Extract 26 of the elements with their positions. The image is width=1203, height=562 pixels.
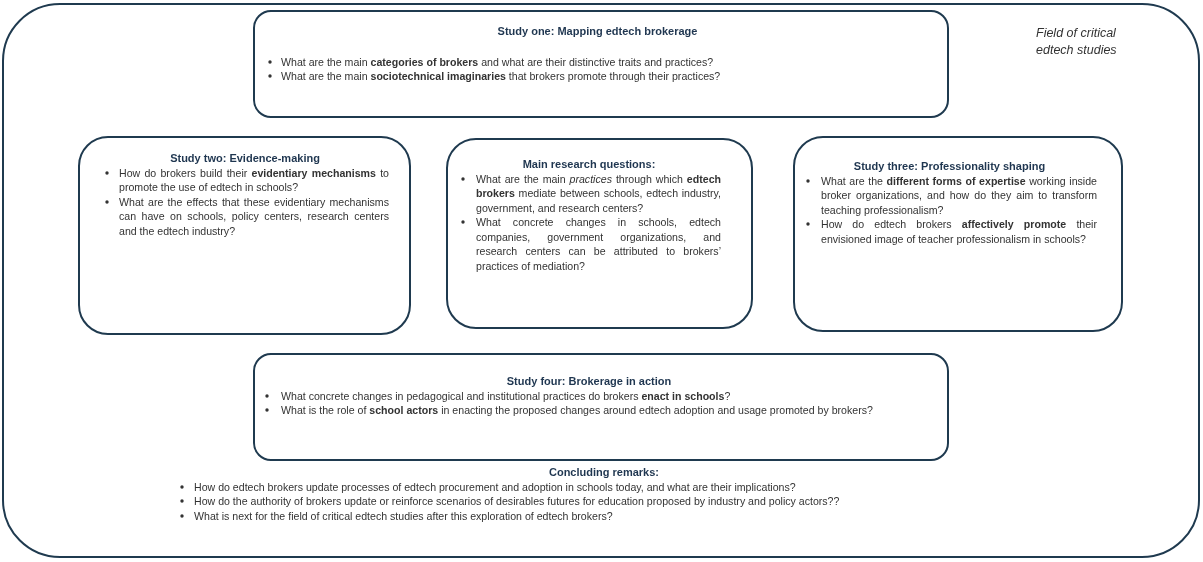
- box-heading: Study four: Brokerage in action: [505, 374, 673, 389]
- study-box: [253, 10, 949, 118]
- question-text: How do edtech brokers update processes of edtech procurement and adoption in schools today, and what are their implications?: [194, 480, 796, 493]
- question-text: What are the main categories of brokers and what are their distinctive traits and practices?: [281, 55, 714, 68]
- question-text: What are the main practices through which edtech brokers mediate between schools, edtech industry, government, and research centers?: [476, 172, 721, 214]
- study-box: [78, 136, 411, 335]
- question-text: What concrete changes in pedagogical and institutional practices do brokers enact in schools?: [281, 389, 731, 402]
- question-text: How do brokers build their evidentiary mechanisms to promote the use of edtech in schools?: [119, 166, 389, 193]
- question-text: How do edtech brokers affectively promote their envisioned image of teacher professionalism in schools?: [821, 218, 1097, 245]
- field-frame: [2, 3, 1200, 558]
- question-text: How do the authority of brokers update or reinforce scenarios of desirables futures for education proposed by industry and policy actors??: [194, 495, 840, 507]
- study-box: [253, 353, 949, 461]
- field-title: Field of critical edtech studies: [1036, 25, 1118, 59]
- question-text: What concrete changes in schools, edtech companies, government organizations, and research centers can be attributed to brokers’ practices of mediation?: [476, 216, 721, 272]
- box-heading: Study three: Professionality shaping: [852, 159, 1047, 174]
- box-heading: Main research questions:: [521, 157, 657, 172]
- question-text: What are the main sociotechnical imaginaries that brokers promote through their practices?: [281, 70, 721, 82]
- box-heading: Study one: Mapping edtech brokerage: [496, 24, 699, 39]
- study-box: [446, 138, 753, 329]
- question-text: What is the role of school actors in enacting the proposed changes around edtech adoption and usage promoted by brokers?: [281, 404, 873, 416]
- question-text: What are the different forms of expertise working inside broker organizations, and how do they aim to transform teaching professionalism?: [821, 174, 1097, 216]
- question-text: What is next for the field of critical edtech studies after this exploration of edtech brokers?: [194, 509, 613, 522]
- section-heading: Concluding remarks:: [548, 465, 660, 480]
- study-box: [793, 136, 1123, 332]
- question-text: What are the effects that these evidentiary mechanisms can have on schools, policy centers, research centers and the edtech industry?: [119, 195, 389, 237]
- box-heading: Study two: Evidence-making: [169, 151, 321, 166]
